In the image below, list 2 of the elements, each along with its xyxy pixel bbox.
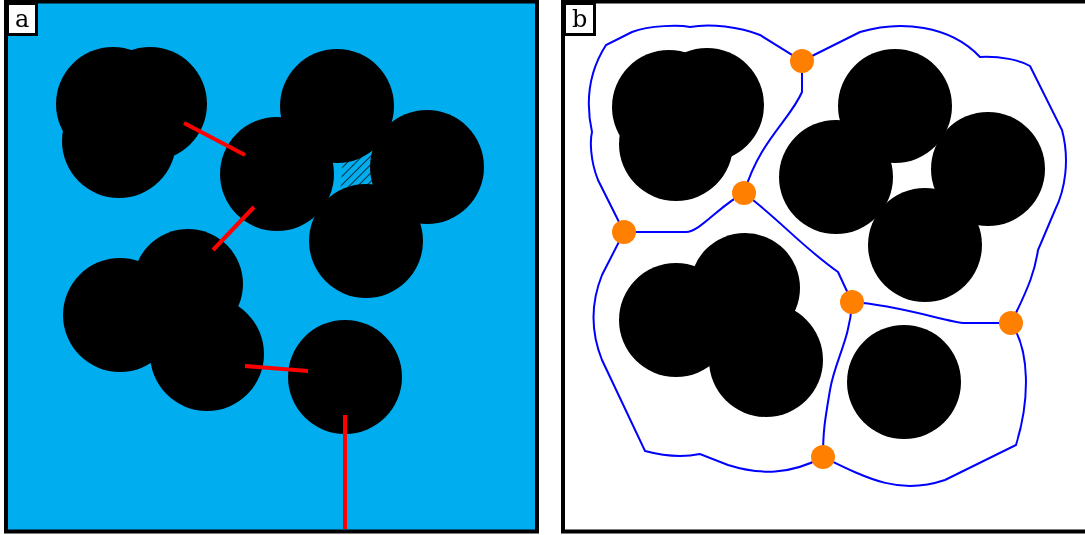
panel-label: b (563, 2, 597, 36)
panel-label: a (6, 2, 39, 36)
